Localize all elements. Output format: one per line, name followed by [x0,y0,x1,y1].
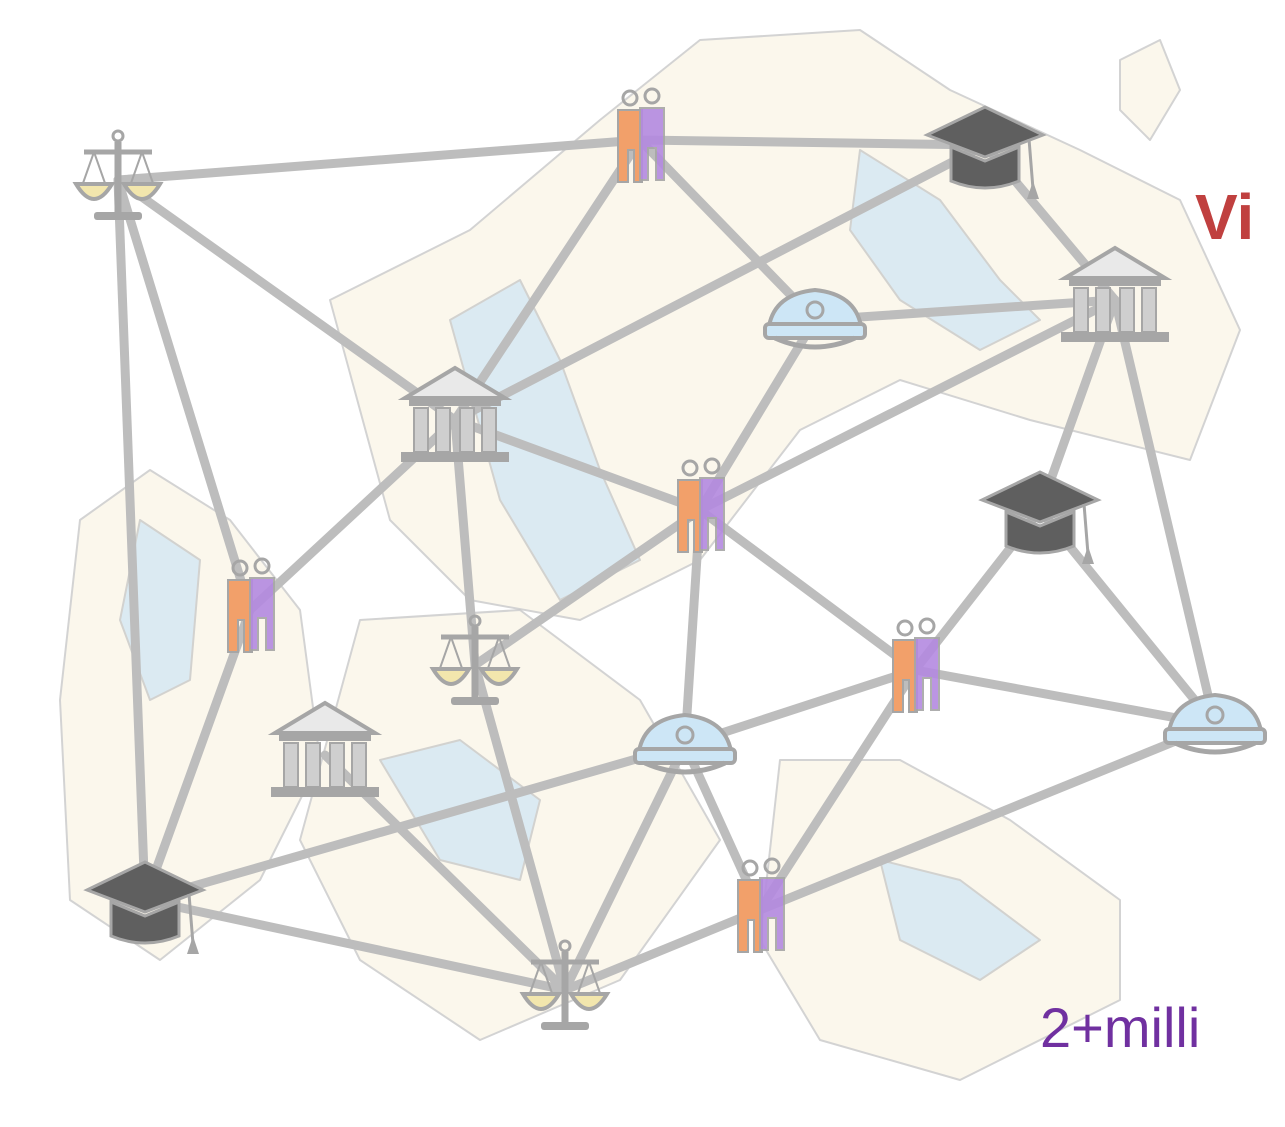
network-link [450,135,645,425]
scales-icon [519,939,611,1030]
people-icon [737,857,785,953]
police-cap-icon [763,287,867,350]
graduation-cap-icon [83,860,207,954]
network-link [140,740,690,905]
people-icon [227,557,275,653]
people-icon [677,457,725,553]
network-link [755,720,1220,915]
subline-text: 2+milli [1040,996,1201,1059]
network-link [810,295,1120,325]
map-region [879,859,1041,981]
network-link [450,140,990,425]
network-nodes [72,87,1267,1030]
network-link [140,605,255,905]
europe-map-background [59,29,1241,1081]
network-link [560,740,690,995]
network-links [113,135,1220,995]
network-link [635,135,990,150]
network-link [140,895,570,995]
network-link [695,295,1120,515]
people-icon [617,87,665,183]
network-link [755,665,920,915]
scales-icon [72,129,164,220]
network-link [470,660,570,995]
map-region [849,149,1041,351]
network-link [560,905,765,995]
network-link [635,135,820,325]
network-link [910,665,1220,730]
network-link [1110,295,1220,730]
network-link [470,505,705,670]
courthouse-icon [397,365,513,462]
scales-icon [429,614,521,705]
courthouse-icon [267,700,383,797]
police-cap-icon [1163,692,1267,755]
graduation-cap-icon [978,470,1102,564]
headline-text: Vi [1195,181,1255,253]
courthouse-icon [1057,245,1173,342]
network-link [113,175,150,905]
network-link [113,135,645,185]
police-cap-icon [633,712,737,775]
network-link [113,175,460,425]
map-region [1119,39,1181,141]
graduation-cap-icon [923,105,1047,199]
people-icon [892,617,940,713]
network-link [695,505,920,675]
network-link [113,175,255,615]
